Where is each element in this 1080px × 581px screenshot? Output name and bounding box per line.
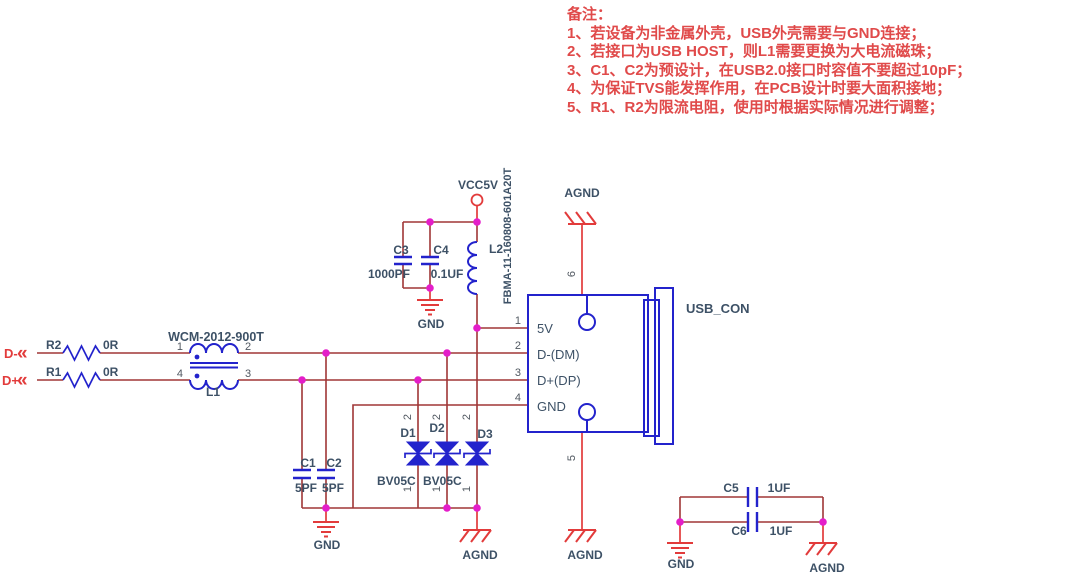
agnd-symbol-c5c6 — [805, 542, 838, 556]
tvs-diode-d2: D2 2 1 BV05C — [423, 414, 462, 492]
c6-value: 1UF — [770, 524, 793, 538]
port-d-minus: D- « — [4, 343, 28, 364]
junction-dots — [298, 218, 827, 526]
design-notes: 备注： 1、若设备为非金属外壳，USB外壳需要与GND连接； 2、若接口为USB… — [567, 6, 971, 117]
r2-ref: R2 — [46, 338, 62, 352]
note-line-5: 5、R1、R2为限流电阻，使用时根据实际情况进行调整； — [567, 98, 944, 116]
usb-connector: USB_CON 1 2 3 4 5V D-(DM) D+(DP) GND 6 5 — [515, 271, 750, 461]
capacitor-c2: C2 5PF — [317, 456, 344, 495]
capacitor-c4: C4 0.1UF — [421, 243, 463, 281]
d1-value: BV05C — [377, 474, 416, 488]
usb-shield-pin6-num: 6 — [566, 271, 578, 277]
c3-ref: C3 — [393, 243, 409, 257]
note-line-2: 2、若接口为USB HOST，则L1需要更换为大电流磁珠； — [567, 43, 941, 60]
l1-pin1: 1 — [177, 341, 183, 353]
gnd-symbol-c1c2 — [313, 521, 339, 538]
c1-value: 5PF — [295, 481, 317, 495]
d3-pin-top: 2 — [461, 414, 473, 420]
notes-title: 备注： — [567, 6, 613, 23]
usb-pin3-num: 3 — [515, 367, 521, 379]
usb-pin1-num: 1 — [515, 315, 521, 327]
agnd-symbol-tvs — [459, 529, 492, 543]
capacitor-c1: C1 5PF — [293, 456, 317, 495]
d1-ref: D1 — [400, 426, 416, 440]
note-line-1: 1、若设备为非金属外壳，USB外壳需要与GND连接； — [567, 24, 926, 42]
c5-value: 1UF — [768, 481, 791, 495]
usb-con-ref: USB_CON — [686, 301, 750, 316]
agnd-symbol-top — [564, 211, 597, 225]
usb-pin2-name: D-(DM) — [537, 347, 580, 362]
usb-pin4-num: 4 — [515, 392, 521, 404]
capacitor-c6: C6 1UF — [731, 512, 792, 538]
port-d-minus-label: D- — [4, 346, 18, 361]
port-d-plus: D+ « — [2, 370, 28, 391]
l1-ref: L1 — [206, 385, 220, 399]
c2-ref: C2 — [326, 456, 342, 470]
c4-ref: C4 — [433, 243, 449, 257]
l1-part-number: WCM-2012-900T — [168, 330, 264, 344]
l2-part-number: FBMA-11-160808-601A20T — [502, 168, 514, 305]
usb-pin1-name: 5V — [537, 321, 553, 336]
c1-ref: C1 — [300, 456, 316, 470]
capacitor-c5: C5 1UF — [723, 481, 790, 507]
capacitor-c3: C3 1000PF — [368, 243, 412, 281]
d2-ref: D2 — [429, 421, 445, 435]
agnd-label-c5c6: AGND — [809, 561, 845, 575]
port-d-plus-chevron-icon: « — [17, 370, 28, 391]
resistor-r2: R2 0R — [46, 338, 119, 362]
gnd-symbol-c5c6 — [667, 542, 693, 559]
r1-value: 0R — [103, 365, 119, 379]
agnd-label-top: AGND — [564, 186, 600, 200]
agnd-symbol-usb — [564, 529, 597, 543]
d1-pin-top: 2 — [402, 414, 414, 420]
l1-pin2: 2 — [245, 341, 251, 353]
note-line-4: 4、为保证TVS能发挥作用，在PCB设计时要大面积接地； — [567, 80, 952, 97]
usb-pin4-name: GND — [537, 399, 566, 414]
l1-pin3: 3 — [245, 368, 251, 380]
tvs-diode-d1: D1 2 1 BV05C — [377, 414, 432, 492]
usb-pin2-num: 2 — [515, 340, 521, 352]
c6-ref: C6 — [731, 524, 747, 538]
c2-value: 5PF — [322, 481, 344, 495]
usb-shield-pin5-num: 5 — [566, 455, 578, 461]
d3-pin-bottom: 1 — [461, 486, 473, 492]
c3-value: 1000PF — [368, 267, 410, 281]
gnd-label-c5c6: GND — [668, 557, 695, 571]
l1-pin4: 4 — [177, 368, 183, 380]
r1-ref: R1 — [46, 365, 62, 379]
tvs-diode-d3: D3 2 1 — [461, 414, 493, 492]
d2-value: BV05C — [423, 474, 462, 488]
ferrite-bead-l2: L2 FBMA-11-160808-601A20T — [467, 168, 514, 305]
d2-pin-top: 2 — [431, 414, 443, 420]
gnd-label-c3c4: GND — [418, 317, 445, 331]
vcc5v-terminal: VCC5V — [458, 178, 498, 207]
vcc5v-label: VCC5V — [458, 178, 498, 192]
c5-ref: C5 — [723, 481, 739, 495]
c4-value: 0.1UF — [431, 267, 464, 281]
agnd-label-usb: AGND — [567, 548, 603, 562]
resistor-r1: R1 0R — [46, 365, 119, 389]
usb-pin3-name: D+(DP) — [537, 373, 581, 388]
agnd-label-tvs: AGND — [462, 548, 498, 562]
l2-ref: L2 — [489, 242, 503, 256]
common-mode-choke-l1: WCM-2012-900T 1 2 4 3 L1 — [168, 330, 264, 399]
port-d-minus-chevron-icon: « — [17, 343, 28, 364]
d3-ref: D3 — [477, 427, 493, 441]
gnd-symbol-c3c4 — [417, 299, 443, 316]
port-d-plus-label: D+ — [2, 373, 19, 388]
d1-pin-bottom: 1 — [402, 486, 414, 492]
note-line-3: 3、C1、C2为预设计，在USB2.0接口时容值不要超过10pF； — [567, 61, 972, 79]
gnd-label-c1c2: GND — [314, 538, 341, 552]
d2-pin-bottom: 1 — [431, 486, 443, 492]
r2-value: 0R — [103, 338, 119, 352]
